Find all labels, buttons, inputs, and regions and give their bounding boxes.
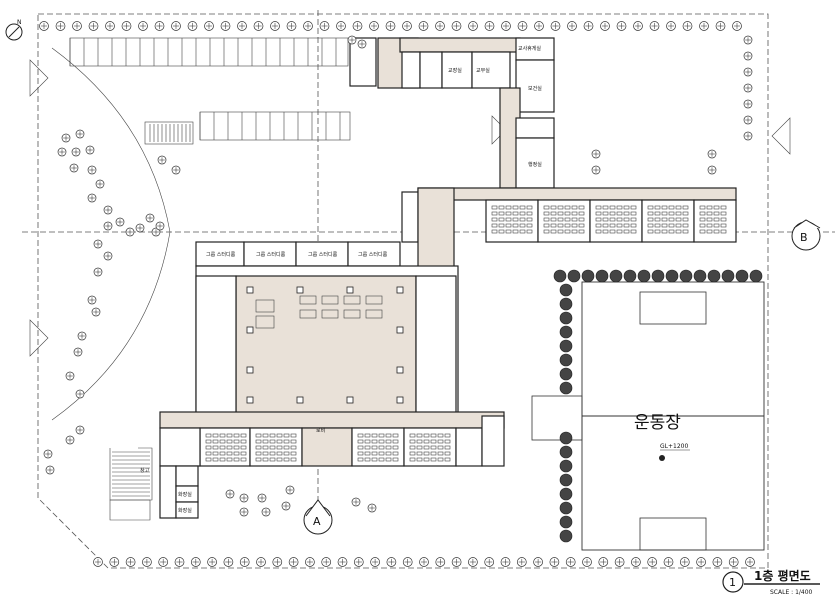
- north-symbol: N: [5, 19, 23, 41]
- parking-strip-north: [69, 37, 349, 67]
- stair-southwest: [109, 499, 151, 521]
- admin-block: 교사휴게실 교장실 교무실 보건실 행정실: [349, 37, 555, 189]
- title-scale: SCALE : 1/400: [770, 589, 813, 596]
- site-arc: [51, 47, 171, 421]
- trees: [39, 21, 763, 567]
- room-label-study-1: 그룹 스터디룸: [206, 251, 236, 258]
- title-block: 1 1층 평면도 SCALE : 1/400: [722, 568, 820, 596]
- room-label-wc-2: 화장실: [178, 507, 192, 514]
- title-number: 1: [729, 576, 736, 589]
- room-label-office: 행정실: [528, 161, 542, 168]
- room-label-study-2: 그룹 스터디룸: [256, 251, 286, 258]
- study-room-row: 그룹 스터디룸 그룹 스터디룸 그룹 스터디룸 그룹 스터디룸: [195, 241, 401, 267]
- section-b-label: B: [800, 231, 808, 244]
- room-label-principal: 교장실: [448, 67, 462, 74]
- section-marker-b: B: [791, 219, 821, 251]
- room-label-storage: 창고: [140, 467, 150, 474]
- room-label-teachers-lounge: 교사휴게실: [518, 45, 541, 52]
- section-marker-west-bottom: [29, 319, 49, 357]
- room-label-lobby: 로비: [316, 427, 325, 434]
- section-marker-a: A: [303, 499, 333, 535]
- field-label: 운동장: [634, 413, 681, 433]
- west-small-rooms: 창고 화장실 화장실: [140, 465, 199, 519]
- level-marker: [659, 455, 665, 461]
- title-name: 1층 평면도: [754, 568, 811, 583]
- ramp-southwest: [109, 447, 153, 501]
- section-marker-center: [491, 115, 507, 145]
- connector-corridor: [417, 187, 455, 279]
- north-label: N: [17, 19, 22, 26]
- section-marker-east: [771, 117, 791, 155]
- room-label-nurse: 보건실: [528, 85, 542, 92]
- room-label-staff: 교무실: [476, 67, 490, 74]
- main-hall: [195, 265, 459, 427]
- parking-strip-middle: [199, 111, 351, 141]
- room-label-wc-1: 화장실: [178, 491, 192, 498]
- field-level-label: GL+1200: [660, 443, 688, 450]
- stair-west: [144, 121, 194, 145]
- east-wing: [401, 187, 737, 243]
- section-marker-west-top: [29, 59, 49, 97]
- section-a-label: A: [313, 515, 321, 528]
- room-label-study-4: 그룹 스터디룸: [358, 251, 388, 258]
- south-wing: 로비: [159, 411, 505, 467]
- room-label-study-3: 그룹 스터디룸: [308, 251, 338, 258]
